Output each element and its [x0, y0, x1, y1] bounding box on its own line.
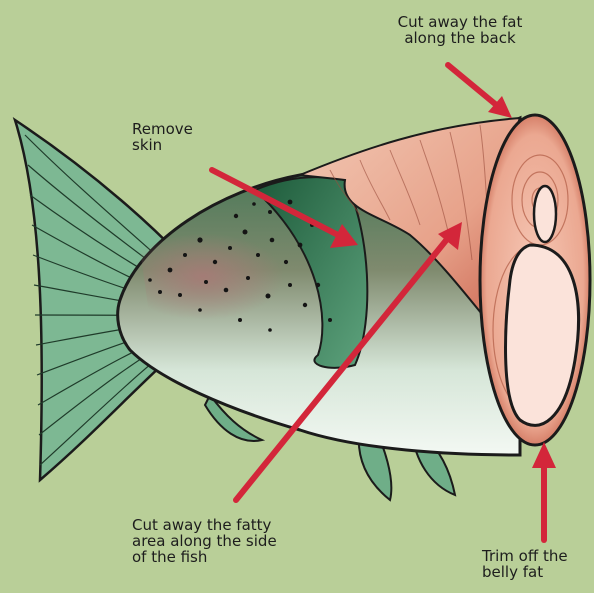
label-side-fat: Cut away the fatty area along the side o… [132, 517, 332, 565]
label-back-fat: Cut away the fat along the back [360, 14, 560, 46]
label-belly-fat: Trim off the belly fat [482, 548, 594, 580]
spine-section [534, 186, 556, 242]
cross-section [480, 115, 590, 445]
label-remove-skin: Remove skin [132, 121, 252, 153]
arrow-back [448, 65, 500, 108]
